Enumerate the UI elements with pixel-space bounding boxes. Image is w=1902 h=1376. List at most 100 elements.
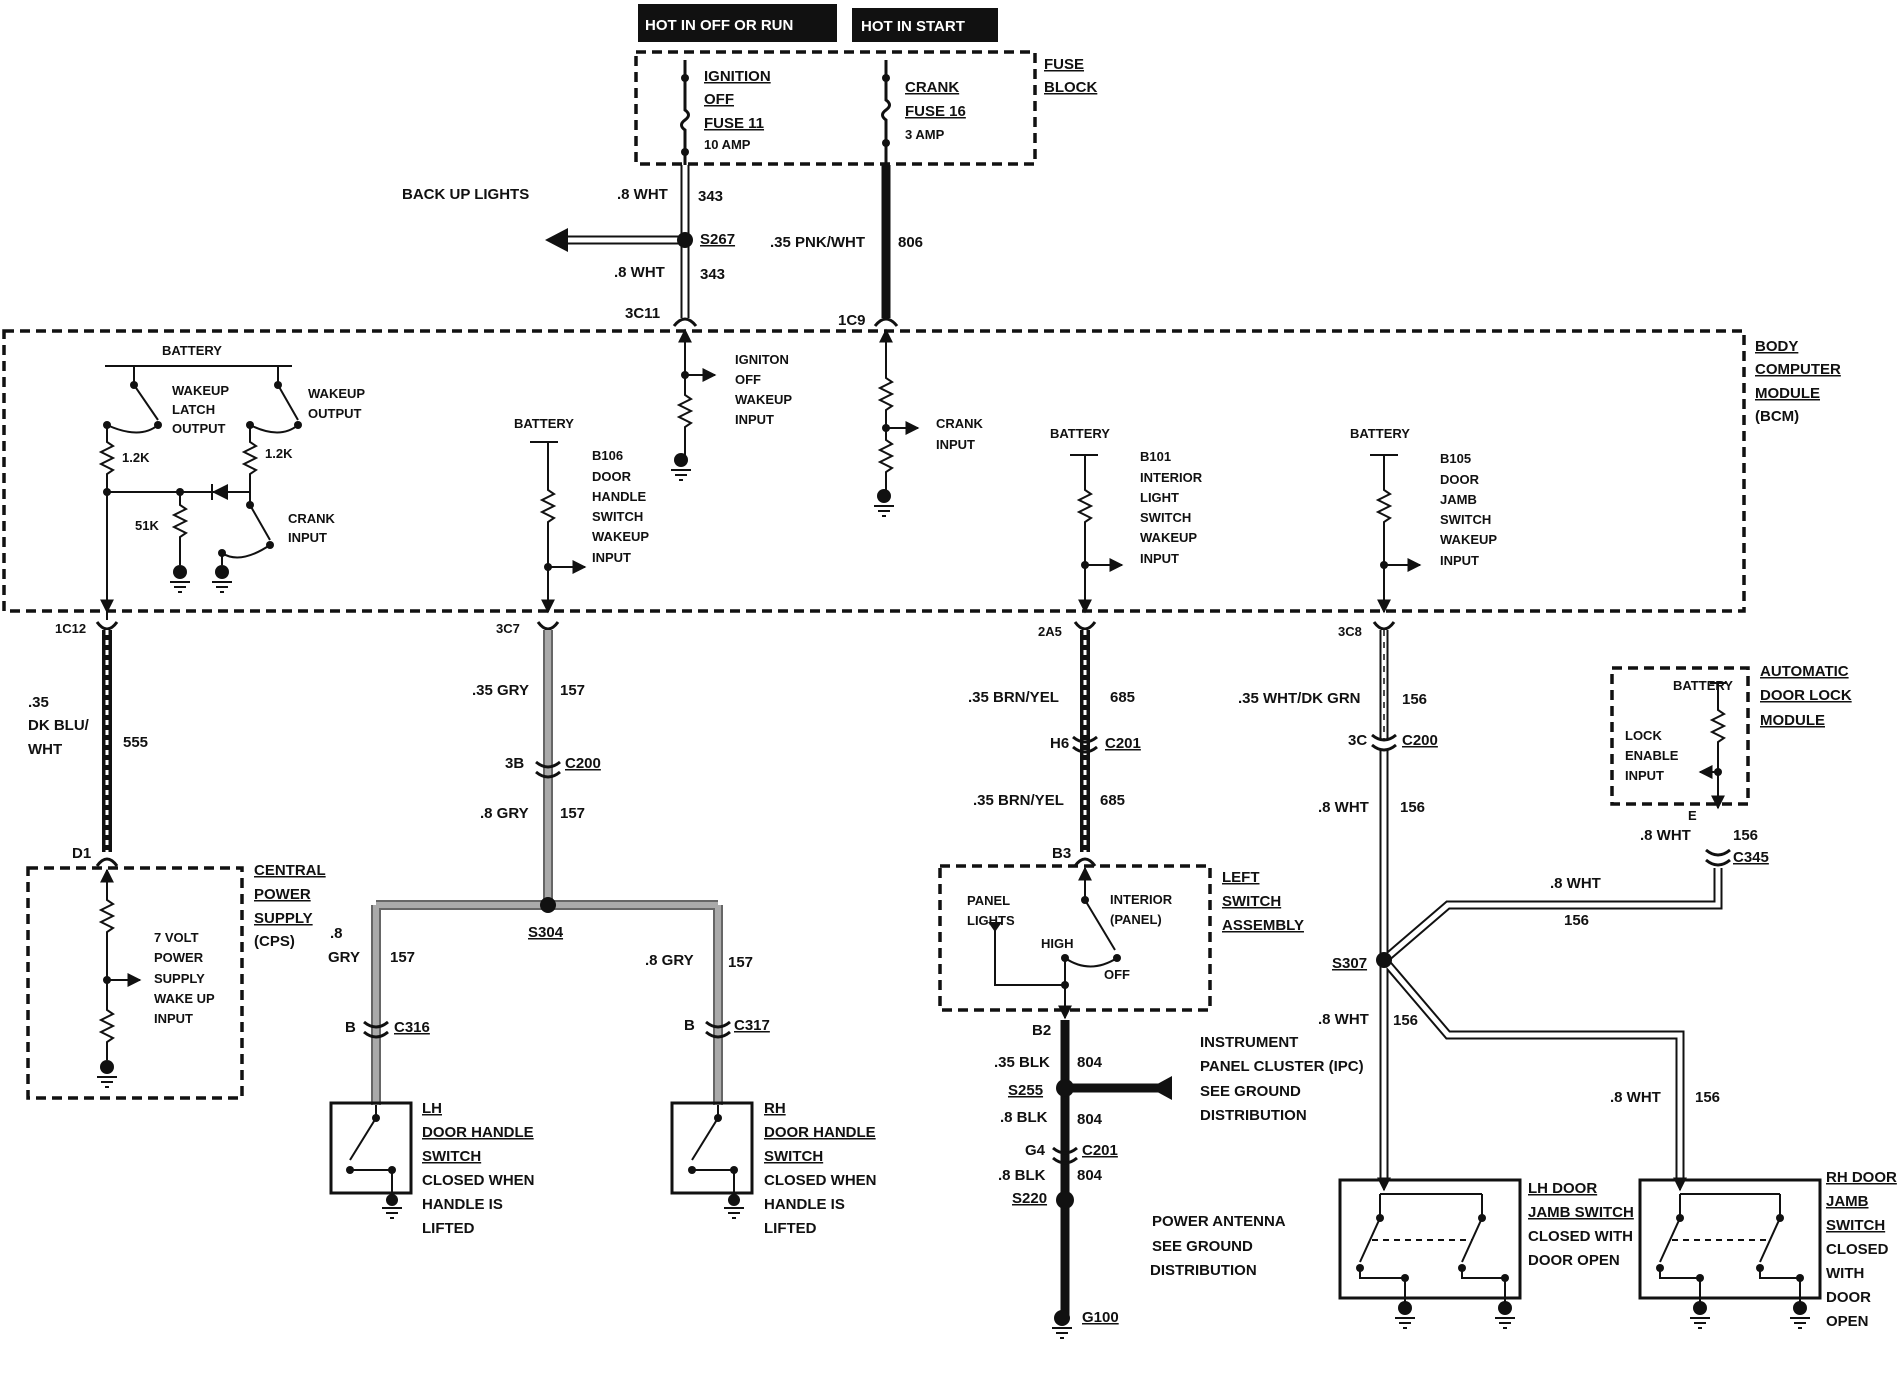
svg-text:RH: RH <box>764 1100 786 1117</box>
svg-text:DOOR: DOOR <box>592 469 632 484</box>
svg-text:WAKEUP: WAKEUP <box>592 529 649 544</box>
rh-door-handle-switch <box>670 1101 754 1219</box>
svg-text:804: 804 <box>1077 1111 1103 1128</box>
svg-text:C200: C200 <box>565 755 601 772</box>
connector-3c8 <box>1372 621 1396 631</box>
svg-text:3C8: 3C8 <box>1338 624 1362 639</box>
svg-text:MODULE: MODULE <box>1755 385 1820 402</box>
svg-text:ASSEMBLY: ASSEMBLY <box>1222 917 1304 934</box>
svg-text:804: 804 <box>1077 1167 1103 1184</box>
svg-text:.8 BLK: .8 BLK <box>1000 1109 1048 1126</box>
svg-text:156: 156 <box>1695 1089 1720 1106</box>
svg-text:SWITCH: SWITCH <box>422 1148 481 1165</box>
svg-text:.35 WHT/DK GRN: .35 WHT/DK GRN <box>1238 690 1361 707</box>
svg-text:INTERIOR: INTERIOR <box>1140 470 1203 485</box>
hot-in-start-label: HOT IN START <box>861 18 965 35</box>
svg-text:WHT: WHT <box>28 741 62 758</box>
svg-text:.8 WHT: .8 WHT <box>617 186 668 203</box>
svg-text:1C12: 1C12 <box>55 621 86 636</box>
svg-text:LOCK: LOCK <box>1625 728 1662 743</box>
svg-text:C200: C200 <box>1402 732 1438 749</box>
svg-text:CLOSED: CLOSED <box>1826 1241 1889 1258</box>
svg-text:CLOSED WITH: CLOSED WITH <box>1528 1228 1633 1245</box>
ignition-wakeup-resistor <box>676 328 694 455</box>
svg-text:JAMB: JAMB <box>1440 492 1477 507</box>
ground-g100-icon <box>1052 1327 1072 1339</box>
svg-text:LIFTED: LIFTED <box>422 1220 475 1237</box>
svg-text:COMPUTER: COMPUTER <box>1755 361 1841 378</box>
svg-text:OUTPUT: OUTPUT <box>308 406 362 421</box>
svg-text:POWER ANTENNA: POWER ANTENNA <box>1152 1213 1286 1230</box>
svg-text:.8 WHT: .8 WHT <box>1550 875 1601 892</box>
svg-text:OPEN: OPEN <box>1826 1313 1869 1330</box>
svg-text:S220: S220 <box>1012 1190 1047 1207</box>
svg-text:OFF: OFF <box>1104 967 1130 982</box>
svg-text:LIGHT: LIGHT <box>1140 490 1179 505</box>
ignition-fuse-11 <box>680 60 690 170</box>
connector-c345 <box>1705 848 1731 867</box>
svg-text:SWITCH: SWITCH <box>1826 1217 1885 1234</box>
fuse-block-title: FUSE <box>1044 56 1084 73</box>
svg-text:.8 GRY: .8 GRY <box>480 805 529 822</box>
svg-text:SEE GROUND: SEE GROUND <box>1152 1238 1253 1255</box>
connector-3c11 <box>672 317 698 327</box>
svg-text:C345: C345 <box>1733 849 1769 866</box>
svg-text:JAMB SWITCH: JAMB SWITCH <box>1528 1204 1634 1221</box>
svg-text:DISTRIBUTION: DISTRIBUTION <box>1200 1107 1307 1124</box>
svg-text:SWITCH: SWITCH <box>592 509 643 524</box>
svg-text:SWITCH: SWITCH <box>1440 512 1491 527</box>
wire-343 <box>545 165 693 318</box>
ipc-ground-arrow-icon <box>1150 1076 1172 1100</box>
svg-text:GRY: GRY <box>328 949 360 966</box>
svg-text:.8 WHT: .8 WHT <box>614 264 665 281</box>
splice-s255 <box>1056 1079 1074 1097</box>
svg-text:B: B <box>684 1017 695 1034</box>
svg-text:DISTRIBUTION: DISTRIBUTION <box>1150 1262 1257 1279</box>
svg-text:B2: B2 <box>1032 1022 1051 1039</box>
svg-text:S307: S307 <box>1332 955 1367 972</box>
svg-text:OFF: OFF <box>704 91 734 108</box>
svg-text:FUSE 16: FUSE 16 <box>905 103 966 120</box>
splice-s220 <box>1056 1191 1074 1209</box>
svg-text:157: 157 <box>728 954 753 971</box>
svg-text:B: B <box>345 1019 356 1036</box>
svg-text:BATTERY: BATTERY <box>1673 678 1733 693</box>
svg-text:.8 WHT: .8 WHT <box>1640 827 1691 844</box>
svg-text:CRANK: CRANK <box>905 79 959 96</box>
resistor-51k <box>171 492 189 565</box>
wire-156 <box>1376 630 1723 1182</box>
svg-text:S304: S304 <box>528 924 564 941</box>
svg-text:(BCM): (BCM) <box>1755 408 1799 425</box>
svg-text:HANDLE IS: HANDLE IS <box>764 1196 845 1213</box>
svg-text:156: 156 <box>1393 1012 1418 1029</box>
svg-text:BATTERY: BATTERY <box>1350 426 1410 441</box>
diode-icon <box>212 484 228 500</box>
svg-text:S255: S255 <box>1008 1082 1043 1099</box>
svg-text:CLOSED WHEN: CLOSED WHEN <box>764 1172 877 1189</box>
svg-text:HANDLE: HANDLE <box>592 489 646 504</box>
svg-text:3C11: 3C11 <box>625 305 660 322</box>
svg-text:POWER: POWER <box>154 950 204 965</box>
splice-s304 <box>540 897 556 913</box>
svg-text:CRANK: CRANK <box>288 511 336 526</box>
svg-text:343: 343 <box>700 266 725 283</box>
svg-text:INPUT: INPUT <box>154 1011 193 1026</box>
svg-text:.35 PNK/WHT: .35 PNK/WHT <box>770 234 865 251</box>
svg-text:B106: B106 <box>592 448 623 463</box>
automatic-door-lock-module: BATTERY LOCK ENABLE INPUT <box>1610 666 1750 810</box>
svg-text:DOOR: DOOR <box>1826 1289 1871 1306</box>
svg-text:WAKEUP: WAKEUP <box>1440 532 1497 547</box>
svg-text:157: 157 <box>560 682 585 699</box>
svg-text:C201: C201 <box>1082 1142 1118 1159</box>
svg-text:INPUT: INPUT <box>735 412 774 427</box>
svg-text:156: 156 <box>1733 827 1758 844</box>
svg-text:.8 GRY: .8 GRY <box>645 952 694 969</box>
svg-text:BODY: BODY <box>1755 338 1798 355</box>
svg-text:D1: D1 <box>72 845 91 862</box>
svg-text:PANEL CLUSTER (IPC): PANEL CLUSTER (IPC) <box>1200 1058 1364 1075</box>
svg-text:156: 156 <box>1402 691 1427 708</box>
connector-d1 <box>95 857 119 867</box>
svg-text:H6: H6 <box>1050 735 1069 752</box>
lh-door-handle-switch <box>329 1101 413 1219</box>
